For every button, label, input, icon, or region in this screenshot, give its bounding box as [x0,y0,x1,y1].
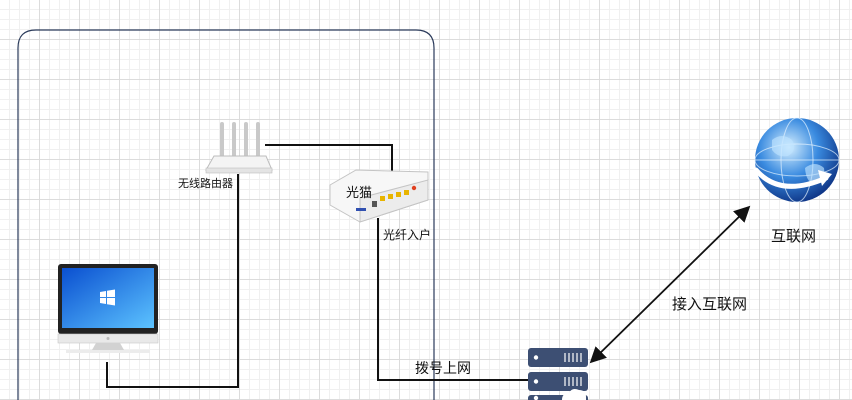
modem-server-cable [377,218,528,381]
router-modem-cable [265,144,393,175]
windows-logo-icon [100,289,115,306]
wireless-router-icon [205,122,273,174]
internet-label: 互联网 [771,227,817,245]
local-network-frame [17,29,435,400]
modem-label: 光猫 [346,186,373,201]
optical-modem-icon [329,169,429,223]
internet-globe-icon [753,117,840,203]
pc-router-cable [106,174,239,388]
server-stack-icon [528,348,588,400]
desktop-monitor-icon [57,264,159,353]
fiber-entry-label: 光纤入户 [383,228,432,242]
internet-access-label: 接入互联网 [672,295,748,313]
dialup-label: 拨号上网 [415,361,471,377]
internet-link-arrow [589,205,751,364]
router-label: 无线路由器 [178,177,233,190]
cloud-icon [562,389,586,400]
